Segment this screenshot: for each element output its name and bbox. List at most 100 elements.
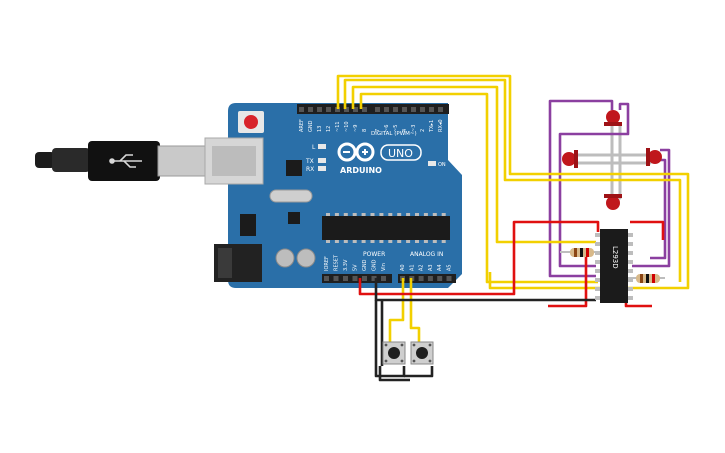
red-wire-right[interactable] <box>630 220 665 240</box>
atmega-pin <box>343 213 348 216</box>
l293d-pin[interactable] <box>628 251 633 255</box>
digital-pin-label: RX◂0 <box>438 119 444 132</box>
digital-pin-label: 13 <box>317 126 323 132</box>
l293d-pin[interactable] <box>628 296 633 300</box>
black-wire-gnd-down[interactable] <box>374 300 406 378</box>
purple-wire-2[interactable] <box>558 102 630 268</box>
digital-pin-socket[interactable] <box>411 107 416 112</box>
l293d-pin[interactable] <box>595 260 600 264</box>
push-button-1[interactable] <box>382 341 406 365</box>
l293d-pin[interactable] <box>595 287 600 291</box>
resistor-1[interactable] <box>560 248 600 257</box>
capacitor-1 <box>275 248 295 268</box>
atmega-pin <box>379 240 384 243</box>
led-bottom[interactable] <box>604 194 622 210</box>
l293d-pin[interactable] <box>628 242 633 246</box>
digital-pin-label: TX▸1 <box>429 120 435 133</box>
digital-pin-socket[interactable] <box>438 107 443 112</box>
red-wire-5v-main[interactable] <box>358 220 560 296</box>
arduino-infinity-logo <box>337 142 375 162</box>
power-pin-socket[interactable] <box>381 276 386 281</box>
yellow-wire-pin10[interactable] <box>343 78 682 282</box>
red-wire-bottom-right[interactable] <box>624 300 652 308</box>
atmega-pin <box>379 213 384 216</box>
atmega-pin <box>361 213 366 216</box>
red-wire-bottom[interactable] <box>548 252 588 308</box>
l293d-pin[interactable] <box>628 260 633 264</box>
usb-b-socket-inner <box>212 146 256 176</box>
analog-pin-socket[interactable] <box>427 276 433 281</box>
digital-pin-label: GND <box>308 120 314 132</box>
analog-header <box>398 274 456 283</box>
led-rx-indicator <box>318 166 326 171</box>
l293d-pin[interactable] <box>628 278 633 282</box>
l293d-pin[interactable] <box>628 287 633 291</box>
l293d-chip[interactable]: L293D <box>595 229 633 303</box>
digital-pin-socket[interactable] <box>317 107 322 112</box>
l293d-pin[interactable] <box>595 233 600 237</box>
digital-pin-socket[interactable] <box>308 107 313 112</box>
red-wire-chip-top[interactable] <box>560 220 600 232</box>
purple-wire-3[interactable] <box>632 148 671 268</box>
l293d-pin[interactable] <box>595 296 600 300</box>
led-l-indicator <box>318 144 326 149</box>
power-pin-socket[interactable] <box>362 276 367 281</box>
analog-pin-socket[interactable] <box>437 276 443 281</box>
l293d-pin[interactable] <box>595 269 600 273</box>
led-left[interactable] <box>562 150 578 168</box>
digital-pin-socket[interactable] <box>326 107 331 112</box>
power-pin-socket[interactable] <box>324 276 329 281</box>
led-top[interactable] <box>604 110 622 126</box>
power-pin-socket[interactable] <box>352 276 358 281</box>
l293d-pin[interactable] <box>595 242 600 246</box>
digital-pin-socket[interactable] <box>384 107 389 112</box>
power-pin-socket[interactable] <box>343 276 348 281</box>
analog-pin-socket[interactable] <box>446 276 452 281</box>
digital-pin-socket[interactable] <box>393 107 398 112</box>
led-leads <box>576 124 652 200</box>
atmega-pin <box>423 213 428 216</box>
l293d-pin[interactable] <box>628 269 633 273</box>
black-wire-btn2[interactable] <box>404 366 434 378</box>
l293d-pin[interactable] <box>628 233 633 237</box>
power-pin-socket[interactable] <box>371 276 377 281</box>
digital-pin-socket[interactable] <box>402 107 407 112</box>
digital-pin-socket[interactable] <box>420 107 425 112</box>
yellow-wire-a1[interactable] <box>409 278 421 344</box>
yellow-wire-pin11[interactable] <box>336 74 690 290</box>
l293d-pin[interactable] <box>595 278 600 282</box>
digital-pin-socket[interactable] <box>375 107 380 112</box>
digital-pin-socket[interactable] <box>353 107 358 112</box>
digital-pin-socket[interactable] <box>344 107 349 112</box>
led-right[interactable] <box>646 148 662 166</box>
yellow-wire-pin9[interactable] <box>351 85 596 244</box>
resistor-2[interactable] <box>628 274 665 283</box>
atmega-pin <box>334 240 339 243</box>
usb-cable[interactable] <box>35 141 207 181</box>
digital-pin-socket[interactable] <box>299 107 304 112</box>
power-pin-label: GND <box>362 259 368 271</box>
power-header-title: POWER <box>363 251 385 258</box>
power-pin-socket[interactable] <box>333 276 339 281</box>
reset-button[interactable] <box>244 115 258 129</box>
dc-power-jack-front <box>218 248 232 278</box>
atmega-pins <box>326 213 446 243</box>
purple-wire-4[interactable] <box>650 158 667 260</box>
atmega-pin <box>397 240 402 243</box>
purple-wire-1[interactable] <box>548 99 614 278</box>
digital-pin-socket[interactable] <box>335 107 340 112</box>
digital-pin-socket[interactable] <box>362 107 367 112</box>
analog-pin-label: A5 <box>447 264 453 271</box>
analog-pin-socket[interactable] <box>418 276 424 281</box>
digital-pin-label: ~11 <box>335 121 341 132</box>
power-pin-label: 5V <box>353 264 359 271</box>
atmega-pin <box>326 213 330 216</box>
push-button-2[interactable] <box>410 341 434 365</box>
yellow-wire-pin6[interactable] <box>359 92 598 284</box>
digital-pin-socket[interactable] <box>429 107 434 112</box>
black-wire-btn1[interactable] <box>378 366 410 382</box>
